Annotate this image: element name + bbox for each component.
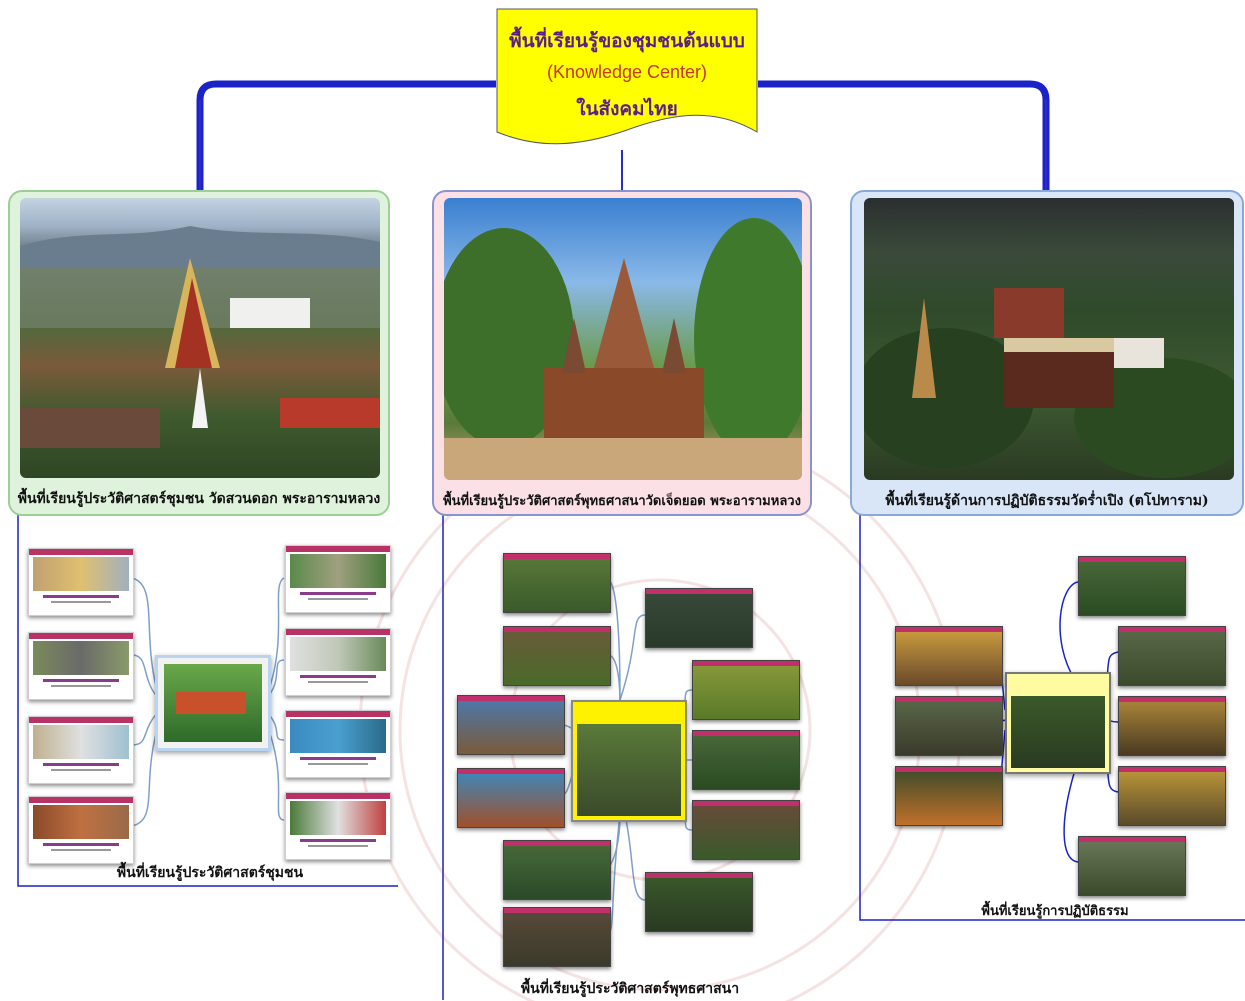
right-thumb-7[interactable] [895, 696, 1003, 756]
right-thumb-5[interactable] [1078, 836, 1186, 896]
panel-wat-ram-poeng: พื้นที่เรียนรู้ด้านการปฏิบัติธรรมวัดร่ำเ… [850, 190, 1244, 516]
center-thumb-2[interactable] [503, 626, 611, 686]
right-thumb-1[interactable] [1078, 556, 1186, 616]
left-thumb-2[interactable] [28, 632, 134, 700]
section-label-buddhism-history: พื้นที่เรียนรู้ประวัติศาสตร์พุทธศาสนา [520, 981, 740, 997]
center-thumb-3[interactable] [645, 588, 753, 648]
caption-wat-chet-yot: พื้นที่เรียนรู้ประวัติศาสตร์พุทธศาสนาวัด… [443, 494, 801, 509]
caption-wat-ram-poeng: พื้นที่เรียนรู้ด้านการปฏิบัติธรรมวัดร่ำเ… [885, 493, 1209, 509]
photo-wat-ram-poeng [864, 198, 1234, 480]
panel-wat-suan-dok: พื้นที่เรียนรู้ประวัติศาสตร์ชุมชน วัดสวน… [8, 190, 390, 516]
center-hub-image [571, 700, 687, 822]
center-thumb-1[interactable] [503, 553, 611, 613]
left-thumb-6[interactable] [285, 628, 391, 696]
section-label-community-history: พื้นที่เรียนรู้ประวัติศาสตร์ชุมชน [116, 865, 304, 881]
caption-wat-suan-dok: พื้นที่เรียนรู้ประวัติศาสตร์ชุมชน วัดสวน… [17, 491, 381, 507]
center-thumb-8[interactable] [692, 800, 800, 860]
left-thumb-3[interactable] [28, 716, 134, 784]
photo-wat-chet-yot [444, 198, 802, 480]
right-thumb-4[interactable] [1118, 766, 1226, 826]
left-hub-image [155, 655, 271, 751]
right-thumb-6[interactable] [895, 626, 1003, 686]
center-thumb-6[interactable] [457, 768, 565, 828]
left-thumb-8[interactable] [285, 792, 391, 860]
right-thumb-2[interactable] [1118, 626, 1226, 686]
title-line-2: (Knowledge Center) [546, 62, 708, 82]
left-thumb-1[interactable] [28, 548, 134, 616]
left-thumb-7[interactable] [285, 710, 391, 778]
title-banner: พื้นที่เรียนรู้ของชุมชนต้นแบบ (Knowledge… [496, 8, 758, 148]
photo-wat-suan-dok [20, 198, 380, 478]
center-thumb-4[interactable] [692, 660, 800, 720]
center-thumb-7[interactable] [692, 730, 800, 790]
center-thumb-10[interactable] [645, 872, 753, 932]
left-thumb-4[interactable] [28, 796, 134, 864]
section-label-dharma-practice: พื้นที่เรียนรู้การปฏิบัติธรรม [981, 904, 1129, 919]
title-line-3: ในสังคมไทย [576, 98, 678, 120]
right-hub-image [1005, 672, 1111, 774]
right-thumb-8[interactable] [895, 766, 1003, 826]
panel-wat-chet-yot: พื้นที่เรียนรู้ประวัติศาสตร์พุทธศาสนาวัด… [432, 190, 812, 516]
center-thumb-11[interactable] [503, 907, 611, 967]
center-thumb-5[interactable] [457, 695, 565, 755]
banner-shape [496, 8, 758, 145]
center-thumb-9[interactable] [503, 840, 611, 900]
left-thumb-5[interactable] [285, 545, 391, 613]
right-thumb-3[interactable] [1118, 696, 1226, 756]
title-line-1: พื้นที่เรียนรู้ของชุมชนต้นแบบ [509, 30, 745, 52]
